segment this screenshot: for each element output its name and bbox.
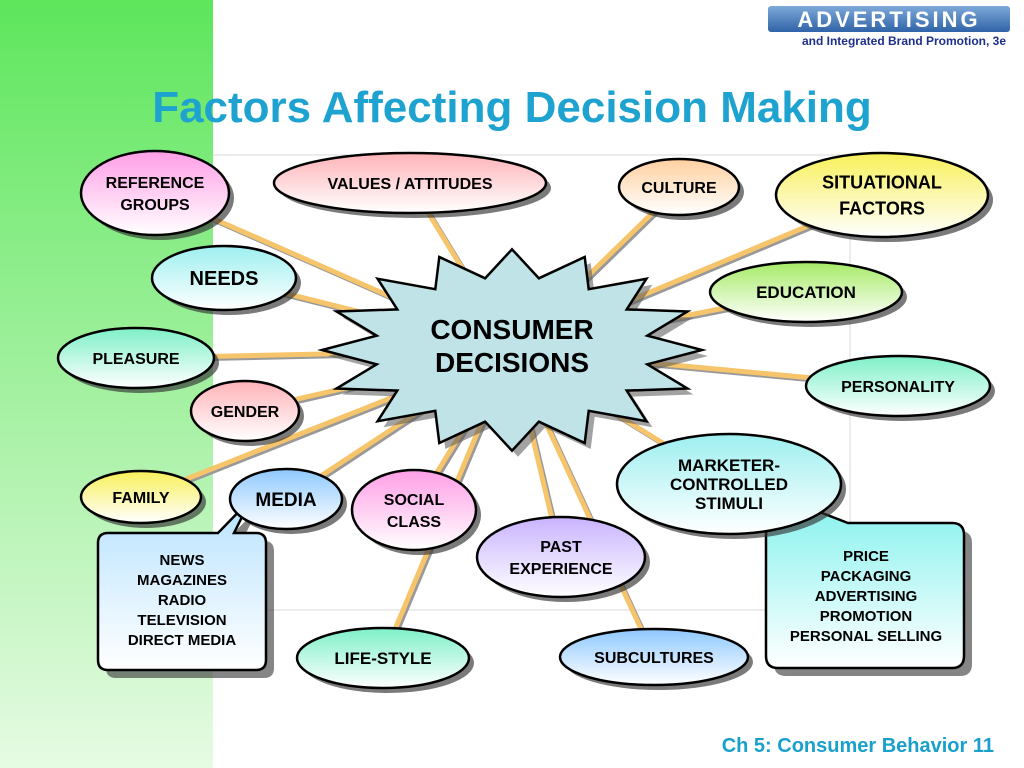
center-label-line-2: DECISIONS <box>435 347 589 378</box>
brand-title: ADVERTISING <box>797 7 980 32</box>
factor-node-family: FAMILY <box>79 469 206 528</box>
factor-node-social-class: SOCIAL CLASS <box>350 468 481 555</box>
media-callout-line-5: DIRECT MEDIA <box>128 632 237 649</box>
factor-label-past-experience-line-1: PAST <box>540 539 582 556</box>
brand-logo: ADVERTISING and Integrated Brand Promoti… <box>768 6 1010 48</box>
factor-node-pleasure: PLEASURE <box>56 326 219 393</box>
factor-ellipse-social-class <box>350 468 478 552</box>
media-callout-box <box>96 498 268 672</box>
stimuli-callout-line-1: PRICE <box>843 548 889 565</box>
factor-ellipse-family <box>79 469 203 525</box>
factor-ellipse-personality <box>804 354 992 418</box>
factor-label-family-line-1: FAMILY <box>112 490 170 507</box>
factor-label-personality-line-1: PERSONALITY <box>841 379 955 396</box>
media-callout-line-2: MAGAZINES <box>137 572 227 589</box>
factor-ellipse-education <box>708 260 904 324</box>
factor-node-reference-groups: REFERENCE GROUPS <box>79 149 234 240</box>
factor-label-life-style-line-1: LIFE-STYLE <box>334 649 431 668</box>
factor-label-media-line-1: MEDIA <box>255 490 317 511</box>
factor-label-marketer-controlled-stimuli-line-2: CONTROLLED <box>670 475 788 494</box>
factor-node-subcultures: SUBCULTURES <box>558 627 753 690</box>
center-label-line-1: CONSUMER <box>430 314 593 345</box>
factor-node-past-experience: PAST EXPERIENCE <box>475 515 650 602</box>
factor-label-needs-line-1: NEEDS <box>190 268 259 290</box>
factor-ellipse-past-experience <box>475 515 647 599</box>
factor-node-needs: NEEDS <box>150 244 301 315</box>
factor-node-media: MEDIA <box>228 467 347 534</box>
factor-ellipse-media <box>228 467 344 531</box>
factor-label-situational-factors-line-1: SITUATIONAL <box>822 172 942 192</box>
factor-ellipse-reference-groups <box>79 149 231 237</box>
factor-label-reference-groups-line-2: GROUPS <box>120 197 190 214</box>
factor-node-values-attitudes: VALUES / ATTITUDES <box>272 151 551 218</box>
media-callout-line-4: TELEVISION <box>137 612 226 629</box>
factor-label-past-experience-line-2: EXPERIENCE <box>509 561 612 578</box>
slide-title: Factors Affecting Decision Making <box>152 83 872 132</box>
factor-node-gender: GENDER <box>189 379 304 446</box>
factor-label-culture-line-1: CULTURE <box>641 180 717 197</box>
slide-footer: Ch 5: Consumer Behavior 11 <box>722 735 994 757</box>
factor-nodes: REFERENCE GROUPS VALUES / ATTITUDES CULTURE… <box>56 149 995 693</box>
factor-label-values-attitudes-line-1: VALUES / ATTITUDES <box>327 176 492 193</box>
factor-ellipse-situational-factors <box>774 151 990 239</box>
stimuli-callout-line-5: PERSONAL SELLING <box>790 628 942 645</box>
factor-label-social-class-line-1: SOCIAL <box>384 492 445 509</box>
factor-label-reference-groups-line-1: REFERENCE <box>106 175 205 192</box>
factor-node-education: EDUCATION <box>708 260 907 327</box>
media-callout-line-1: NEWS <box>160 552 205 569</box>
center-starburst <box>317 247 707 453</box>
factor-ellipse-culture <box>617 157 741 217</box>
media-callout: NEWS MAGAZINES RADIO TELEVISION DIRECT M… <box>96 498 274 678</box>
factor-label-subcultures-line-1: SUBCULTURES <box>594 650 714 667</box>
factor-label-education-line-1: EDUCATION <box>756 283 856 302</box>
factor-ellipse-marketer-controlled-stimuli <box>615 432 843 536</box>
stimuli-callout-line-3: ADVERTISING <box>815 588 918 605</box>
brand-subtitle: and Integrated Brand Promotion, 3e <box>802 34 1006 48</box>
stimuli-callout: PRICE PACKAGING ADVERTISING PROMOTION PE… <box>764 498 972 676</box>
factor-node-culture: CULTURE <box>617 157 744 220</box>
factor-ellipse-pleasure <box>56 326 216 390</box>
factor-label-marketer-controlled-stimuli-line-3: STIMULI <box>695 494 763 513</box>
factor-label-situational-factors-line-2: FACTORS <box>839 198 925 218</box>
media-callout-line-3: RADIO <box>158 592 207 609</box>
factor-node-situational-factors: SITUATIONAL FACTORS <box>774 151 993 242</box>
factor-label-social-class-line-2: CLASS <box>387 514 442 531</box>
factor-label-gender-line-1: GENDER <box>211 404 280 421</box>
factor-ellipse-subcultures <box>558 627 750 687</box>
factor-label-pleasure-line-1: PLEASURE <box>92 351 179 368</box>
stimuli-callout-line-2: PACKAGING <box>821 568 912 585</box>
factor-label-marketer-controlled-stimuli-line-1: MARKETER- <box>678 456 780 475</box>
factor-ellipse-needs <box>150 244 298 312</box>
stimuli-callout-line-4: PROMOTION <box>820 608 913 625</box>
brand-logo-plate <box>768 6 1010 32</box>
factor-node-personality: PERSONALITY <box>804 354 995 421</box>
factor-node-life-style: LIFE-STYLE <box>295 626 474 693</box>
factor-ellipse-life-style <box>295 626 471 690</box>
center-node: CONSUMER DECISIONS <box>317 247 708 457</box>
factor-ellipse-values-attitudes <box>272 151 548 215</box>
factor-ellipse-gender <box>189 379 301 443</box>
